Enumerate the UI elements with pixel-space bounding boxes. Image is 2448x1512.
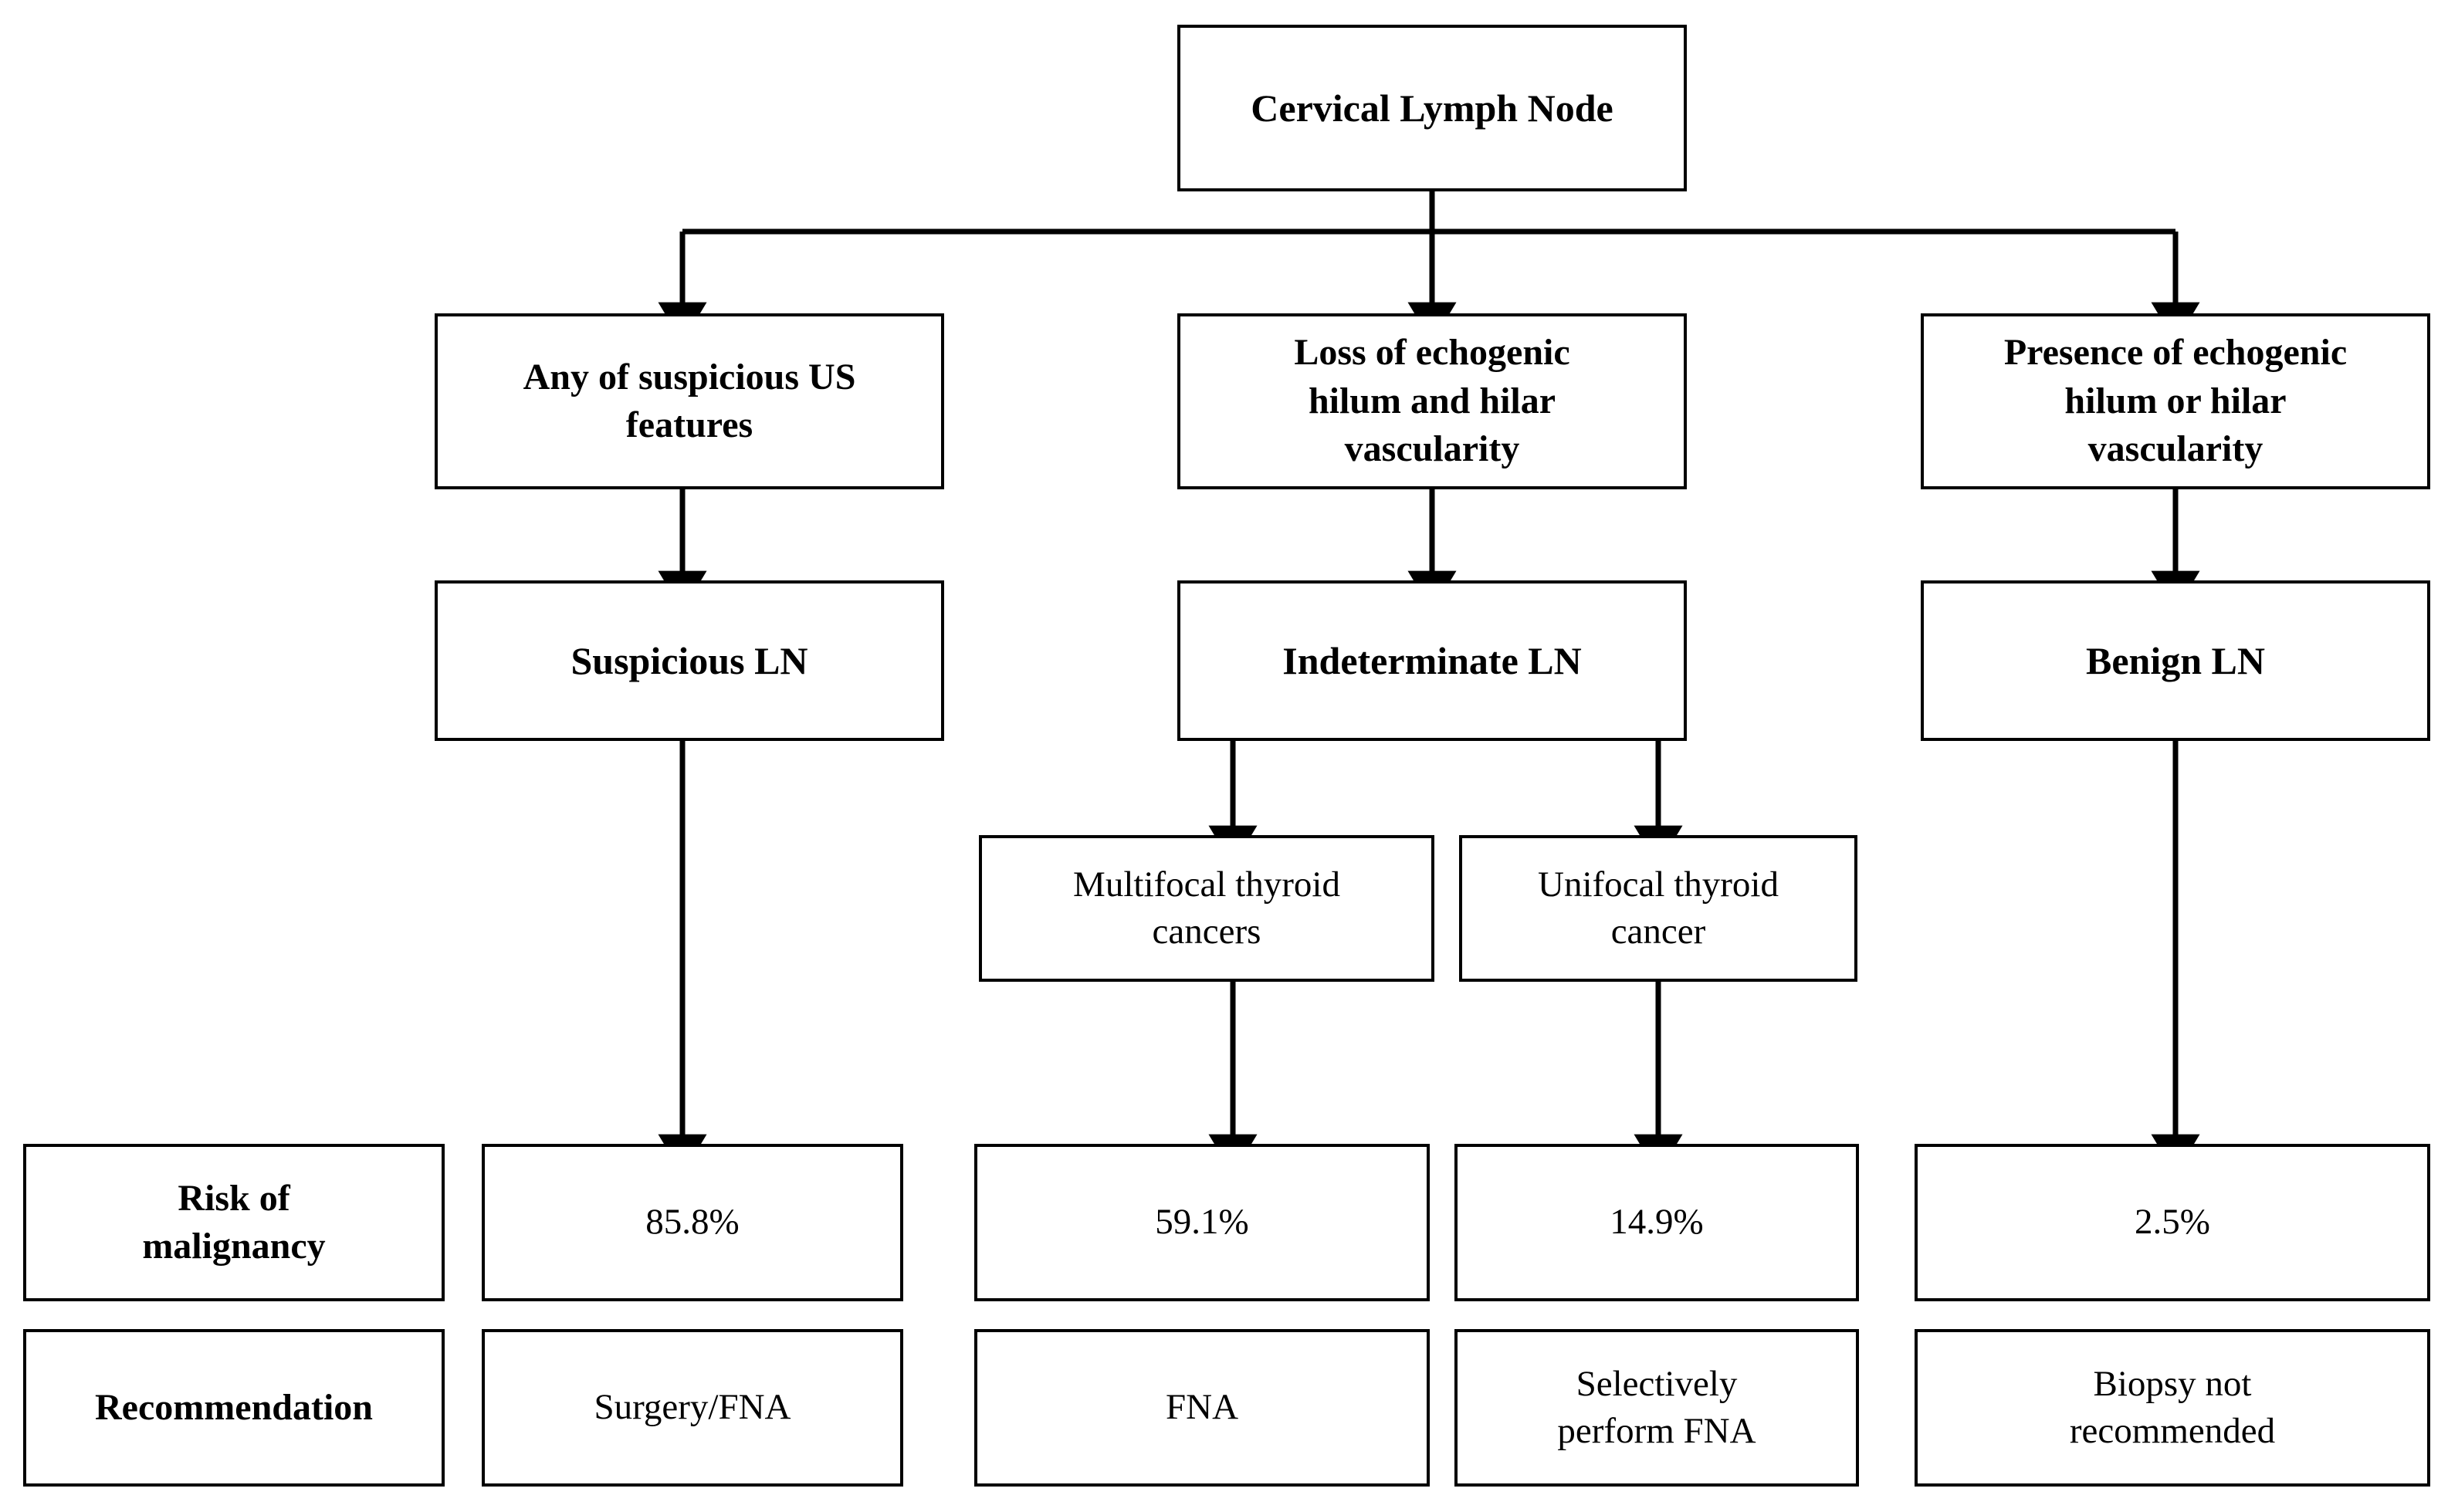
node-indeterminate-ln[interactable]: Indeterminate LN <box>1177 580 1687 741</box>
node-multifocal-thyroid-cancers[interactable]: Multifocal thyroid cancers <box>979 835 1434 982</box>
node-benign-ln[interactable]: Benign LN <box>1921 580 2430 741</box>
node-indeterminate-criteria[interactable]: Loss of echogenic hilum and hilar vascul… <box>1177 313 1687 489</box>
node-unifocal-thyroid-cancer[interactable]: Unifocal thyroid cancer <box>1459 835 1857 982</box>
recommendation-benign: Biopsy not recommended <box>1915 1329 2430 1487</box>
row-label-risk-of-malignancy: Risk of malignancy <box>23 1144 445 1301</box>
node-suspicious-criteria[interactable]: Any of suspicious US features <box>435 313 944 489</box>
node-benign-criteria[interactable]: Presence of echogenic hilum or hilar vas… <box>1921 313 2430 489</box>
recommendation-multifocal: FNA <box>974 1329 1430 1487</box>
risk-value-benign: 2.5% <box>1915 1144 2430 1301</box>
recommendation-suspicious: Surgery/FNA <box>482 1329 903 1487</box>
row-label-recommendation: Recommendation <box>23 1329 445 1487</box>
risk-value-suspicious: 85.8% <box>482 1144 903 1301</box>
node-suspicious-ln[interactable]: Suspicious LN <box>435 580 944 741</box>
risk-value-unifocal: 14.9% <box>1454 1144 1859 1301</box>
node-cervical-lymph-node[interactable]: Cervical Lymph Node <box>1177 25 1687 191</box>
risk-value-multifocal: 59.1% <box>974 1144 1430 1301</box>
recommendation-unifocal: Selectively perform FNA <box>1454 1329 1859 1487</box>
